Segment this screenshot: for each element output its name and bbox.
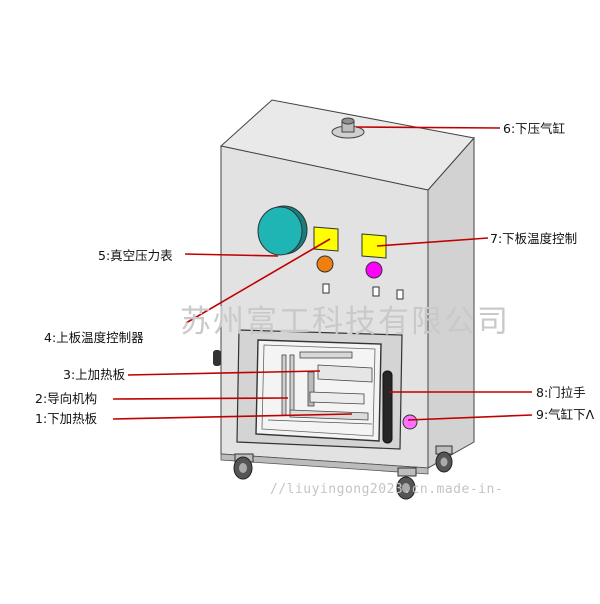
side-knob xyxy=(213,350,221,366)
switch-3 xyxy=(396,289,404,300)
caster-rear-right xyxy=(435,445,453,473)
door-inner-frame xyxy=(261,344,376,437)
leader-2 xyxy=(112,397,289,400)
leader-1 xyxy=(112,413,353,420)
label-lower-heat-plate: 1:下加热板 xyxy=(35,411,98,426)
label-upper-heat-plate: 3:上加热板 xyxy=(63,367,126,382)
lower-temp-controller xyxy=(361,233,387,259)
leader-6 xyxy=(355,126,501,129)
caster-front-right xyxy=(396,467,417,500)
switch-2 xyxy=(372,286,380,297)
label-vacuum-gauge: 5:真空压力表 xyxy=(98,248,173,263)
leader-9 xyxy=(407,414,533,421)
label-cyl-down-top: 6:下压气缸 xyxy=(503,121,566,136)
orange-indicator-light xyxy=(316,255,334,273)
vacuum-gauge xyxy=(257,206,303,256)
label-guide: 2:导向机构 xyxy=(35,391,98,406)
door-handle xyxy=(382,370,393,444)
magenta-indicator-light xyxy=(365,261,383,279)
top-cylinder xyxy=(331,117,365,139)
label-upper-temp-ctrl: 4:上板温度控制器 xyxy=(44,330,144,345)
upper-temp-controller xyxy=(313,226,339,252)
cabinet-base xyxy=(220,453,429,475)
caster-front-left xyxy=(233,453,254,480)
label-cyl-down-side: 9:气缸下Λ xyxy=(536,407,595,422)
leader-3 xyxy=(127,370,321,376)
label-lower-temp-ctrl: 7:下板温度控制 xyxy=(490,231,578,246)
watermark-company: 苏州富工科技有限公司 xyxy=(180,304,510,340)
leader-7 xyxy=(376,237,489,247)
leader-lines xyxy=(112,126,533,421)
watermark-url: //liuyingong2023.cn.made-in- xyxy=(270,482,504,497)
side-cylinder-ball xyxy=(402,414,418,430)
switch-1 xyxy=(322,283,330,294)
leader-5 xyxy=(184,253,279,257)
leader-4 xyxy=(185,238,331,324)
label-door-handle: 8:门拉手 xyxy=(536,385,586,400)
